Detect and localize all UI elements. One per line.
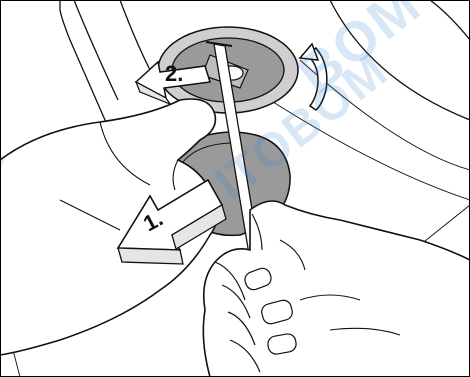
step-2-label: 2. [165,63,183,85]
